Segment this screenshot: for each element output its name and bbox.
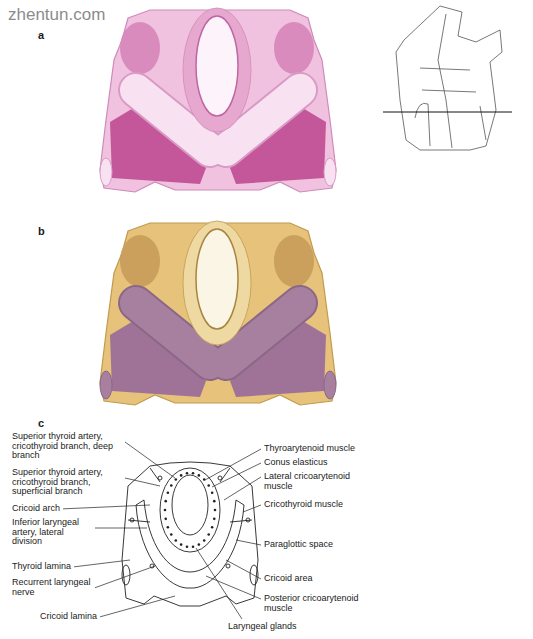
section-outline bbox=[100, 223, 336, 405]
thyroid-lamina bbox=[100, 158, 112, 186]
panel-letter: c bbox=[38, 418, 44, 430]
thyroid-lamina bbox=[324, 158, 336, 186]
part-label: Thyroid lamina bbox=[12, 562, 71, 572]
upper-tissue bbox=[120, 235, 160, 287]
leader-line bbox=[125, 442, 175, 478]
leader-line bbox=[224, 477, 261, 500]
watermark: zhentun.com bbox=[8, 6, 105, 24]
leader-line bbox=[74, 560, 130, 567]
part-label: Thyroarytenoid muscle bbox=[264, 444, 384, 454]
part-label: Cricothyroid muscle bbox=[264, 500, 384, 510]
leader-line bbox=[226, 560, 261, 579]
part-label: Lateral cricoarytenoid muscle bbox=[264, 472, 376, 491]
leader-line bbox=[125, 478, 160, 486]
part-label: Posterior cricoarytenoid muscle bbox=[264, 594, 376, 613]
leader-line bbox=[100, 596, 175, 617]
panel-letter: a bbox=[38, 30, 44, 42]
thyroid-lamina bbox=[324, 371, 336, 399]
part-label: Superior thyroid artery, cricothyroid br… bbox=[12, 432, 122, 461]
part-label: Superior thyroid artery, cricothyroid br… bbox=[12, 468, 122, 497]
upper-tissue bbox=[120, 22, 160, 74]
part-label: Conus elasticus bbox=[264, 458, 384, 468]
part-label: Inferior laryngeal artery, lateral divis… bbox=[12, 518, 92, 547]
stained-section bbox=[100, 221, 336, 405]
leader-line bbox=[212, 463, 261, 487]
part-label: Laryngeal glands bbox=[228, 622, 348, 632]
section-level-line bbox=[383, 112, 512, 113]
part-label: Recurrent laryngeal nerve bbox=[12, 578, 92, 597]
larynx-side-view bbox=[396, 6, 502, 150]
leader-line bbox=[205, 449, 261, 480]
he-section bbox=[100, 8, 336, 192]
part-label: Cricoid arch bbox=[12, 504, 60, 514]
leader-line bbox=[95, 528, 147, 529]
schematic-drawing bbox=[122, 462, 258, 606]
part-label: Cricoid area bbox=[264, 574, 384, 584]
mucosa-ring bbox=[183, 221, 251, 345]
airway-lumen bbox=[196, 16, 238, 116]
leader-line bbox=[243, 505, 261, 512]
thyroid-lamina bbox=[100, 371, 112, 399]
leader-line bbox=[206, 576, 261, 599]
leader-line bbox=[236, 540, 261, 545]
part-label: Cricoid lamina bbox=[40, 612, 97, 622]
leader-line bbox=[63, 505, 150, 509]
upper-tissue bbox=[274, 22, 314, 74]
leader-line bbox=[95, 566, 155, 588]
airway-lumen bbox=[196, 229, 238, 329]
upper-tissue bbox=[274, 235, 314, 287]
panel-letter: b bbox=[38, 226, 45, 238]
section-outline bbox=[100, 10, 336, 192]
part-label: Paraglottic space bbox=[264, 540, 384, 550]
mucosa-ring bbox=[183, 8, 251, 132]
leader-line bbox=[196, 548, 242, 619]
